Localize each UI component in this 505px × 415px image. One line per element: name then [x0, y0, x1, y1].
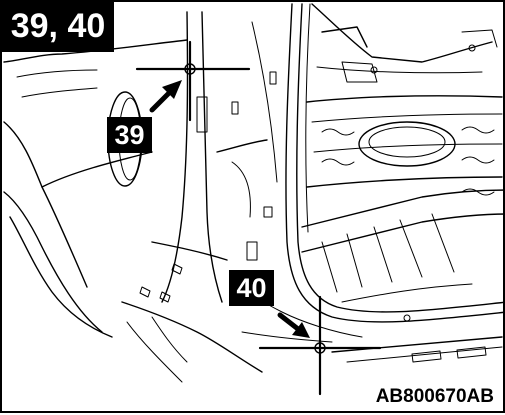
rear-crossmember: [301, 189, 505, 363]
fastener-40: [258, 295, 382, 396]
arrow-39-icon: [149, 80, 182, 113]
figure-code: AB800670AB: [375, 386, 494, 407]
spare-tire-well: [358, 121, 456, 167]
pillar-panel: [121, 11, 277, 383]
callout-40-label: 40: [229, 270, 274, 306]
arrow-40-icon: [277, 312, 310, 338]
floor-panel: [306, 95, 503, 196]
fastener-39: [135, 40, 251, 122]
rear-shelf: [311, 3, 498, 83]
callout-39-label: 39: [107, 117, 152, 153]
inner-pillar: [233, 3, 505, 343]
quarter-panel-outline: [3, 39, 188, 338]
step-number-tag: 39, 40: [2, 2, 114, 52]
